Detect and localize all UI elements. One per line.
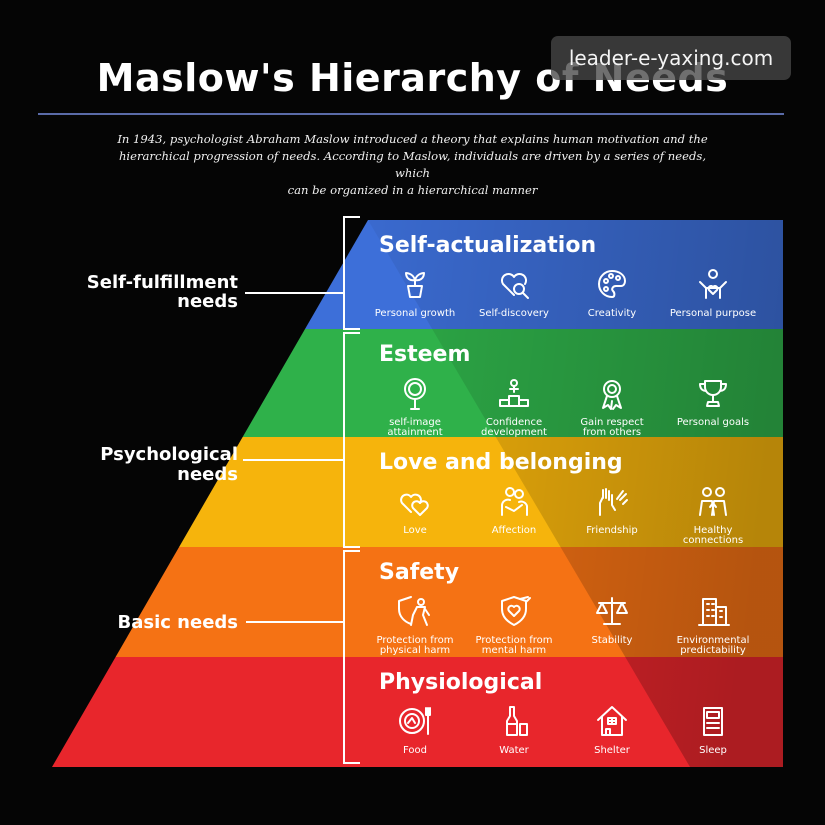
building-icon [698, 598, 730, 626]
need-label: Sleep [699, 745, 727, 756]
group-label: needs [177, 291, 238, 312]
mirror-icon [404, 378, 426, 410]
need-label: Stability [592, 635, 633, 646]
bottle-icon [506, 706, 528, 736]
palette-icon [598, 270, 626, 298]
intro-line: can be organized in a hierarchical manne… [287, 183, 538, 197]
group-label: needs [177, 464, 238, 485]
hands-icon [599, 488, 628, 516]
plant-icon [405, 272, 425, 298]
podium-icon [499, 379, 529, 407]
scales-icon [596, 597, 628, 625]
person-heart-icon [699, 269, 727, 299]
need-label: Shelter [594, 745, 631, 756]
trophy-icon [699, 380, 727, 407]
people-icon [699, 487, 727, 516]
group-bracket-3 [343, 550, 360, 764]
group-bracket-1 [343, 216, 360, 330]
pyramid-shadow-face [368, 220, 783, 767]
need-label: Food [403, 745, 427, 756]
watermark-badge: leader-e-yaxing.com [551, 36, 791, 80]
group-bracket-2 [343, 332, 360, 548]
level-title: Safety [379, 560, 459, 585]
heart-search-icon [500, 272, 529, 299]
need-label: Self-discovery [479, 308, 549, 319]
medal-icon [602, 380, 622, 410]
need-label: Love [403, 525, 427, 536]
house-icon [597, 706, 627, 736]
hug-icon [501, 487, 528, 516]
shield-heart-icon [501, 596, 531, 626]
intro-text: In 1943, psychologist Abraham Maslow int… [100, 131, 725, 199]
shield-person-icon [398, 596, 430, 626]
group-label: Self-fulfillment [87, 272, 239, 293]
need-label: Personal growth [375, 308, 455, 319]
hearts-icon [400, 493, 429, 516]
level-title: Physiological [379, 670, 542, 695]
need-label: Creativity [588, 308, 636, 319]
intro-line: In 1943, psychologist Abraham Maslow int… [117, 132, 708, 146]
plate-icon [399, 707, 431, 735]
group-label: Basic needs [117, 612, 238, 633]
need-label: Water [499, 745, 529, 756]
level-title: Self-actualization [379, 233, 596, 258]
need-label: Personal purpose [670, 308, 756, 319]
need-label: Affection [492, 525, 537, 536]
intro-line: hierarchical progression of needs. Accor… [118, 149, 707, 180]
group-label: Psychological [100, 444, 238, 465]
bed-icon [703, 707, 723, 736]
title-divider [38, 113, 784, 115]
level-title: Love and belonging [379, 450, 623, 475]
need-label: Personal goals [677, 417, 749, 428]
level-title: Esteem [379, 342, 470, 367]
need-label: Friendship [586, 525, 637, 536]
